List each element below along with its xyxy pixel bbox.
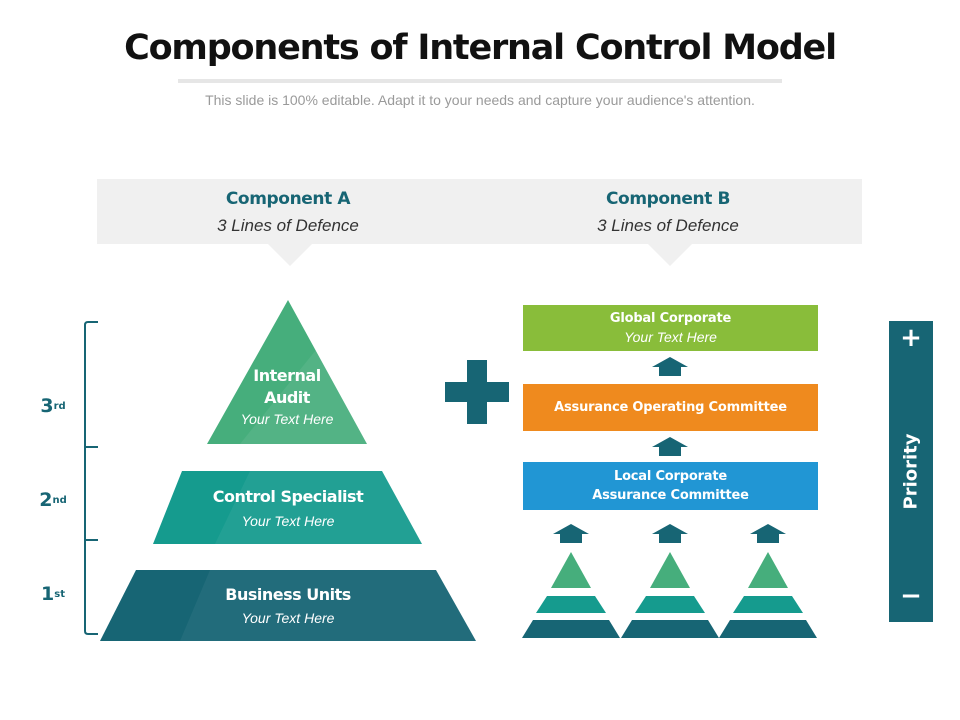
local-corporate-box	[523, 462, 818, 510]
rank-number: 3	[40, 395, 54, 417]
pyramid-middle-level-shade	[215, 471, 422, 544]
pyramid-top-level-shade	[240, 340, 367, 444]
global-corporate-title: Global Corporate	[609, 311, 732, 326]
title-underline	[178, 79, 782, 83]
up-arrow-icon	[750, 524, 786, 543]
rank-2nd: 2nd	[28, 489, 78, 511]
plus-sign-icon: +	[900, 323, 922, 353]
rank-suffix: rd	[53, 401, 66, 412]
business-units-title: Business Units	[225, 585, 351, 604]
local-corporate-label: Local Corporate Assurance Committee	[523, 462, 818, 510]
rank-suffix: st	[54, 589, 65, 600]
pyramid-middle-level	[153, 471, 422, 544]
up-arrow-icon	[652, 437, 688, 456]
mini-pyramid-2	[621, 524, 719, 638]
business-units-text: Your Text Here	[241, 610, 335, 626]
component-header-band	[97, 179, 862, 244]
pyramid-middle-text: Control Specialist Your Text Here	[153, 486, 423, 531]
assurance-operating-committee-box	[523, 384, 818, 431]
rank-number: 1	[41, 583, 55, 605]
priority-bar: + Priority −	[889, 321, 933, 622]
internal-audit-title-line2: Audit	[264, 388, 310, 407]
internal-audit-title-line1: Internal	[253, 366, 321, 385]
page-subtitle: This slide is 100% editable. Adapt it to…	[205, 92, 755, 108]
rank-suffix: nd	[52, 495, 67, 506]
mini-pyramid-3	[719, 524, 817, 638]
component-a-title: Component A	[225, 189, 351, 209]
rank-3rd: 3rd	[28, 395, 78, 417]
priority-label-wrap: Priority	[889, 321, 933, 622]
pyramid-bottom-text: Business Units Your Text Here	[100, 584, 476, 628]
up-arrow-icon	[553, 524, 589, 543]
component-b-title: Component B	[605, 189, 731, 209]
plus-icon	[445, 360, 509, 424]
control-specialist-title: Control Specialist	[212, 487, 364, 506]
local-corporate-title-line2: Assurance Committee	[592, 488, 749, 503]
internal-audit-text: Your Text Here	[240, 411, 334, 427]
rank-bracket	[84, 321, 98, 635]
global-corporate-box	[523, 305, 818, 351]
assurance-operating-committee-title: Assurance Operating Committee	[554, 400, 787, 415]
pyramid-bottom-level-shade	[180, 570, 476, 641]
global-corporate-text: Your Text Here	[624, 329, 717, 345]
component-a-pointer	[268, 244, 312, 266]
up-arrow-icon	[652, 524, 688, 543]
mini-pyramid-1	[522, 524, 620, 638]
page-title: Components of Internal Control Model	[124, 28, 837, 68]
rank-number: 2	[39, 489, 53, 511]
up-arrow-icon	[652, 357, 688, 376]
rank-1st: 1st	[28, 583, 78, 605]
control-specialist-text: Your Text Here	[241, 513, 335, 529]
component-b-subtitle: 3 Lines of Defence	[597, 216, 739, 235]
global-corporate-label: Global Corporate Your Text Here	[523, 305, 818, 351]
pyramid-top-text: Internal Audit Your Text Here	[207, 365, 367, 429]
pyramid-bottom-level	[100, 570, 476, 641]
minus-sign-icon: −	[900, 581, 922, 611]
local-corporate-title-line1: Local Corporate	[613, 469, 727, 484]
component-a-subtitle: 3 Lines of Defence	[217, 216, 359, 235]
component-b-pointer	[648, 244, 692, 266]
assurance-operating-committee-label: Assurance Operating Committee	[523, 384, 818, 431]
priority-label: Priority	[900, 433, 922, 510]
pyramid-top-level	[207, 300, 367, 444]
